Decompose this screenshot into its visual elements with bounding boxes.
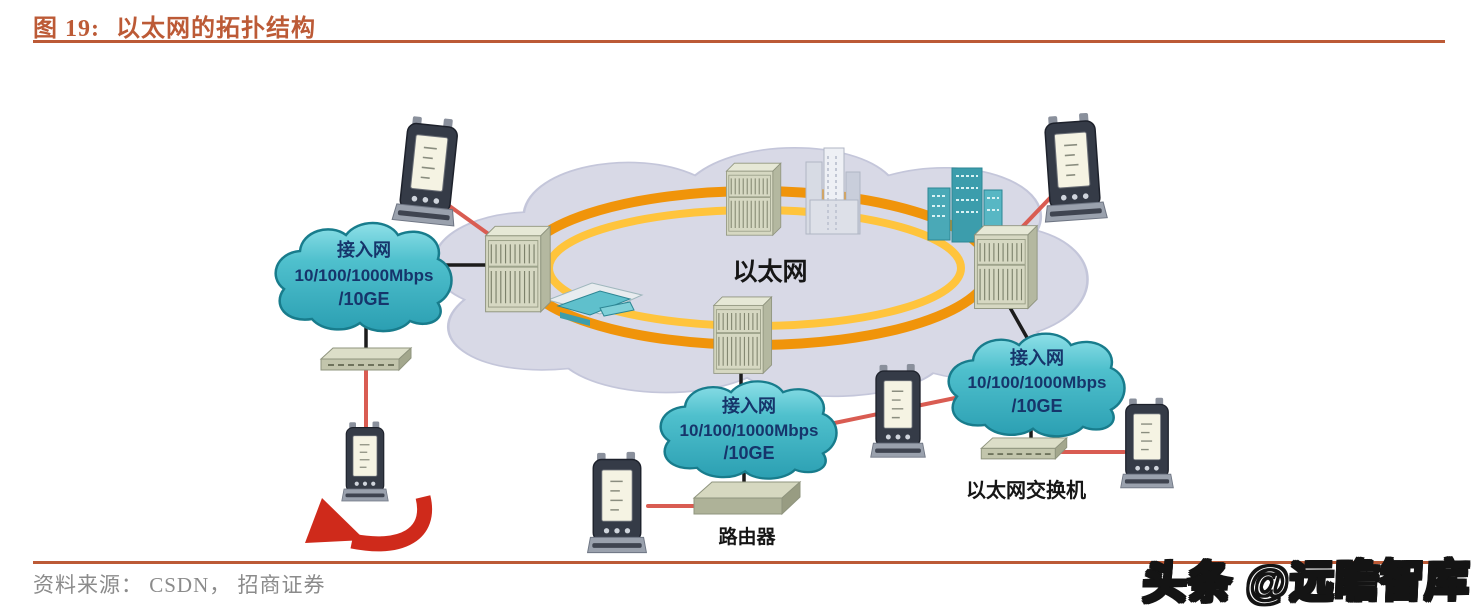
figure-title-text: 以太网的拓扑结构 — [116, 16, 316, 42]
access-cloud-left-line1: 接入网 — [337, 239, 391, 260]
switch-rack-bottom-icon — [713, 296, 773, 374]
phone-far-right-icon — [1119, 397, 1175, 489]
ethernet-switch-label: 以太网交换机 — [966, 478, 1086, 502]
phone-middle-right-icon — [870, 363, 926, 458]
router-icon — [693, 481, 801, 515]
red-curved-arrow-icon — [305, 495, 432, 552]
phone-top-right-icon — [1037, 111, 1109, 223]
title-underline — [33, 40, 1445, 43]
core-cloud-label: 以太网 — [732, 258, 807, 286]
access-cloud-right-line3: /10GE — [1011, 396, 1062, 416]
router-label: 路由器 — [718, 525, 776, 548]
access-cloud-right-line2: 10/100/1000Mbps — [968, 373, 1107, 392]
source-note: 资料来源： CSDN， 招商证券 — [33, 573, 326, 597]
ethernet-switch-icon — [980, 437, 1068, 460]
access-cloud-left-line3: /10GE — [338, 289, 389, 309]
phone-bottom-center-icon — [586, 451, 648, 554]
campus-buildings — [546, 282, 644, 326]
access-cloud-bottom-line2: 10/100/1000Mbps — [680, 421, 819, 440]
access-cloud-right-label: 接入网 10/100/1000Mbps /10GE — [968, 347, 1107, 416]
figure-title: 图 19: 以太网的拓扑结构 — [33, 8, 316, 43]
access-cloud-bottom-line3: /10GE — [723, 443, 774, 463]
figure-header: 图 19: 以太网的拓扑结构 — [0, 0, 1476, 46]
access-cloud-right-line1: 接入网 — [1010, 347, 1064, 368]
access-cloud-left-label: 接入网 10/100/1000Mbps /10GE — [295, 239, 434, 309]
access-cloud-bottom-label: 接入网 10/100/1000Mbps /10GE — [680, 395, 819, 463]
switch-rack-left-icon — [485, 225, 551, 313]
city-buildings — [805, 147, 861, 235]
footer-rule — [33, 561, 1445, 564]
switch-rack-right-icon — [974, 225, 1038, 310]
phone-bottom-left-icon — [341, 420, 389, 502]
figure-number: 图 19: — [33, 16, 100, 42]
switch-rack-top-icon — [725, 162, 782, 236]
watermark: 头条 @远瞻智库 — [1140, 555, 1472, 609]
access-cloud-left-line2: 10/100/1000Mbps — [295, 266, 434, 285]
access-cloud-bottom-line1: 接入网 — [722, 395, 776, 416]
teal-buildings — [927, 167, 1003, 243]
flat-switch-left-icon — [320, 347, 412, 371]
